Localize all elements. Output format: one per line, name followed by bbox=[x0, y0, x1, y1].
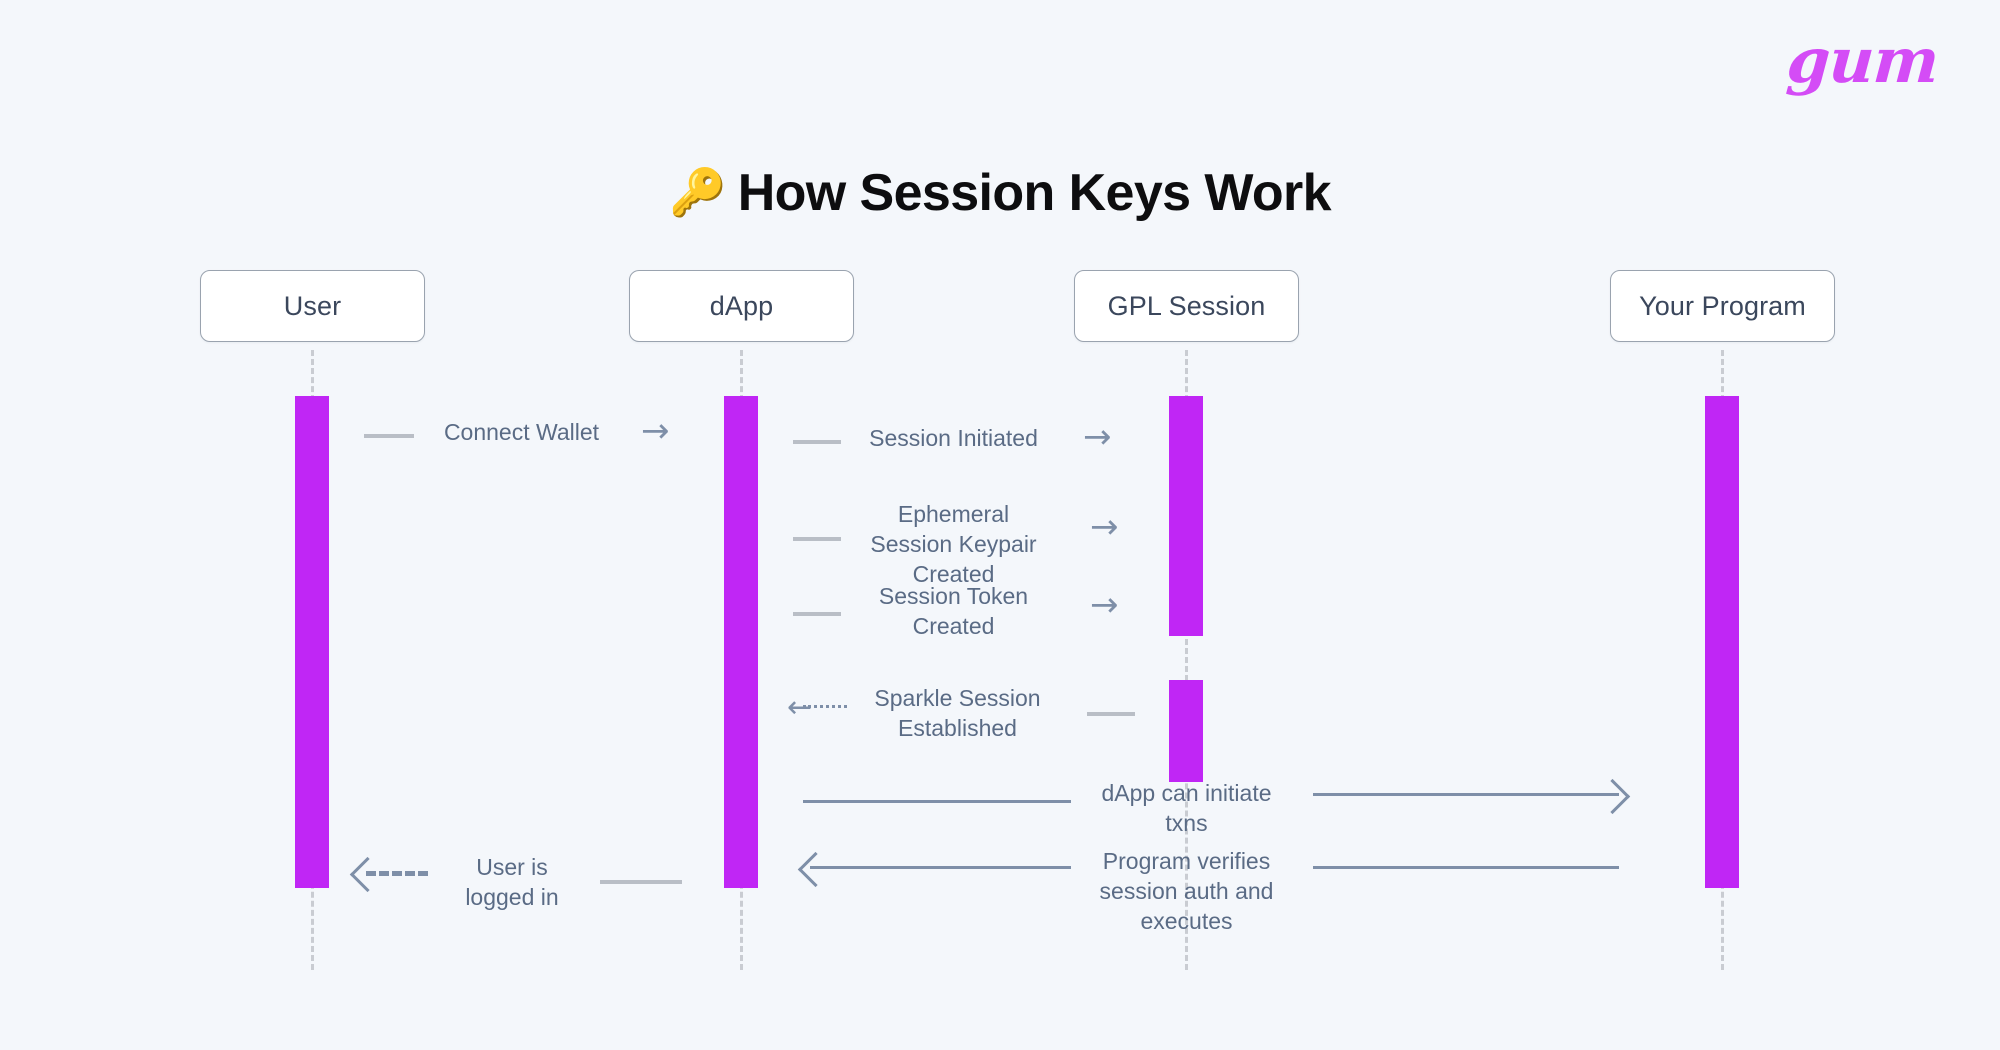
participant-label: User bbox=[283, 290, 342, 321]
message-label-dapp-can-initiate-txns: dApp can initiate txns bbox=[1101, 780, 1272, 836]
message-label-session-token-created: Session Token Created bbox=[878, 583, 1029, 639]
activation-bar-your-program bbox=[1705, 396, 1739, 888]
message-label-user-is-logged-in: User is logged in bbox=[465, 854, 559, 910]
message-line-session-token-created bbox=[793, 612, 841, 616]
participant-box-gpl-session[interactable]: GPL Session bbox=[1074, 270, 1299, 342]
message-line-sparkle-session-established-right bbox=[1087, 712, 1135, 716]
participant-box-your-program[interactable]: Your Program bbox=[1610, 270, 1835, 342]
message-line-program-verifies-right bbox=[1313, 866, 1619, 869]
participant-box-dapp[interactable]: dApp bbox=[629, 270, 854, 342]
message-line-connect-wallet bbox=[364, 434, 414, 438]
arrow-right-icon: → bbox=[1083, 417, 1112, 457]
message-line-ephemeral-session-keypair-created bbox=[793, 537, 841, 541]
key-icon: 🔑 bbox=[669, 164, 726, 219]
activation-bar-gpl-session-1 bbox=[1169, 396, 1203, 636]
message-label-session-initiated: Session Initiated bbox=[869, 425, 1038, 451]
activation-bar-user bbox=[295, 396, 329, 888]
message-line-dapp-can-initiate-txns-left bbox=[803, 800, 1071, 803]
arrow-right-icon bbox=[1594, 778, 1631, 815]
arrow-right-icon: → bbox=[1090, 585, 1119, 625]
page-title-text: How Session Keys Work bbox=[737, 163, 1332, 222]
message-line-sparkle-session-established bbox=[803, 705, 847, 708]
activation-bar-gpl-session-2 bbox=[1169, 680, 1203, 782]
arrow-right-icon: → bbox=[641, 411, 670, 451]
message-label-connect-wallet: Connect Wallet bbox=[443, 419, 600, 445]
page-title: 🔑How Session Keys Work bbox=[0, 163, 2000, 223]
arrow-left-dotted-icon: ← bbox=[787, 690, 813, 725]
participant-box-user[interactable]: User bbox=[200, 270, 425, 342]
participant-label: Your Program bbox=[1639, 290, 1806, 321]
participant-label: GPL Session bbox=[1107, 290, 1266, 321]
arrow-left-icon bbox=[797, 851, 834, 888]
message-label-ephemeral-session-keypair-created: Ephemeral Session Keypair Created bbox=[870, 501, 1037, 587]
message-line-user-is-logged-in bbox=[366, 871, 428, 876]
message-label-sparkle-session-established: Sparkle Session Established bbox=[874, 685, 1041, 741]
activation-bar-dapp bbox=[724, 396, 758, 888]
lifeline-gpl-session bbox=[1185, 350, 1188, 970]
message-line-program-verifies-left bbox=[810, 866, 1071, 869]
message-line-user-is-logged-in-right bbox=[600, 880, 682, 884]
message-line-dapp-can-initiate-txns-right bbox=[1313, 793, 1619, 796]
message-label-program-verifies-session-auth-and-executes: Program verifies session auth and execut… bbox=[1099, 848, 1274, 934]
message-line-session-initiated bbox=[793, 440, 841, 444]
arrow-right-icon: → bbox=[1090, 507, 1119, 547]
participant-label: dApp bbox=[709, 290, 774, 321]
